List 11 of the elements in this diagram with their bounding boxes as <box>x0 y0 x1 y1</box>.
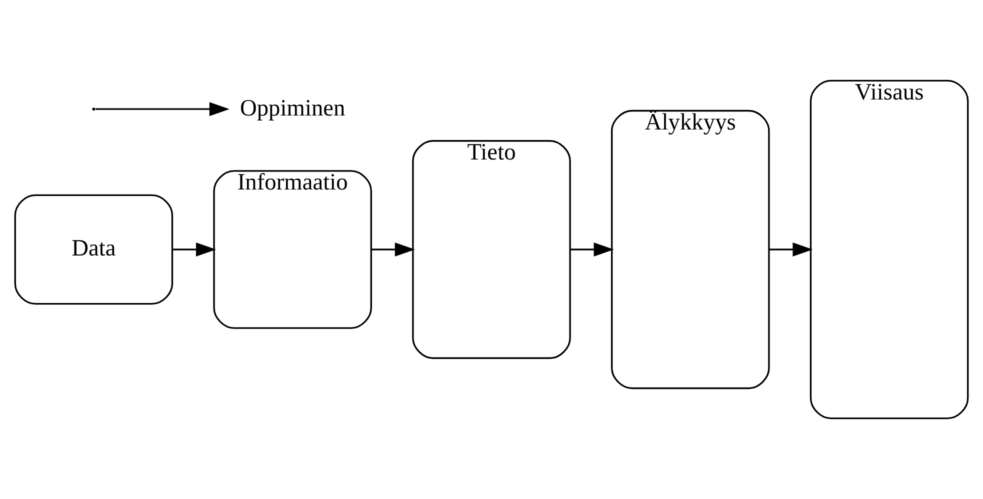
arrow <box>172 242 216 257</box>
arrow <box>372 242 415 257</box>
node-text: Oppiminen <box>240 95 346 122</box>
node-box: Data <box>14 194 174 305</box>
node-box: Viisaus <box>810 80 969 420</box>
arrow <box>570 242 614 257</box>
arrow <box>769 242 813 257</box>
arrow <box>96 102 230 116</box>
node-box: Informaatio <box>213 170 372 329</box>
node-box: Älykkyys <box>611 110 770 390</box>
node-box: Tieto <box>412 140 571 359</box>
